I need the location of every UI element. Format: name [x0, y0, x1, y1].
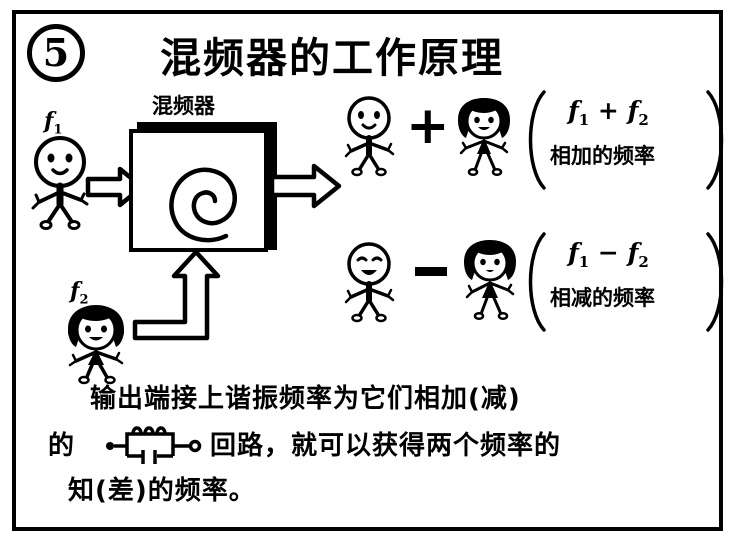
parenthesis-group-sum: [520, 90, 732, 190]
girl-stick-figure-input: [58, 305, 134, 385]
formula-difference: f1 − f2: [568, 238, 649, 271]
plus-sign: +: [406, 96, 450, 156]
mixer-label: 混频器: [152, 94, 215, 118]
mixer-box: [129, 129, 268, 252]
input-arrow-bottom-elbow: [132, 249, 249, 341]
input-frequency-label-f1: f1: [44, 108, 63, 137]
caption-line-2-after: 回路，就可以获得两个频率的: [210, 431, 562, 461]
f2-symbol: f: [70, 278, 80, 304]
formula-sum-operator: +: [597, 96, 619, 125]
boy-stick-figure-result-sum: [340, 96, 402, 177]
formula-diff-sub1: 1: [578, 253, 590, 271]
caption-line-1: 输出端接上谐振频率为它们相加(减): [90, 384, 521, 414]
description-sum: 相加的频率: [550, 144, 655, 168]
formula-sum-f1: f: [568, 96, 579, 125]
lc-tank-circuit-icon: [105, 424, 203, 466]
minus-sign: [414, 264, 448, 278]
formula-sum-sub1: 1: [578, 111, 590, 129]
spiral-icon: [149, 145, 255, 245]
formula-sum-sub2: 2: [638, 111, 649, 129]
parenthesis-group-difference: [520, 232, 732, 332]
boy-stick-figure-result-diff: [340, 242, 402, 323]
boy-stick-figure-input: [26, 136, 100, 230]
f1-symbol: f: [44, 108, 54, 134]
formula-diff-f2: f: [627, 238, 639, 267]
description-difference: 相减的频率: [550, 286, 655, 310]
input-frequency-label-f2: f2: [70, 278, 89, 307]
page-title: 混频器的工作原理: [160, 34, 504, 82]
output-arrow: [269, 163, 342, 209]
section-number-badge: 5: [27, 24, 85, 82]
formula-diff-sub2: 2: [638, 253, 649, 271]
formula-diff-operator: −: [597, 238, 619, 267]
girl-stick-figure-result-diff: [456, 240, 524, 321]
caption-line-2-before: 的: [48, 431, 76, 461]
formula-sum-f2: f: [627, 96, 639, 125]
f2-subscript: 2: [79, 292, 89, 308]
formula-diff-f1: f: [568, 238, 579, 267]
caption-line-3: 知(差)的频率。: [68, 476, 256, 506]
formula-sum: f1 + f2: [568, 96, 649, 129]
girl-stick-figure-result-sum: [450, 98, 518, 177]
f1-subscript: 1: [53, 122, 63, 138]
